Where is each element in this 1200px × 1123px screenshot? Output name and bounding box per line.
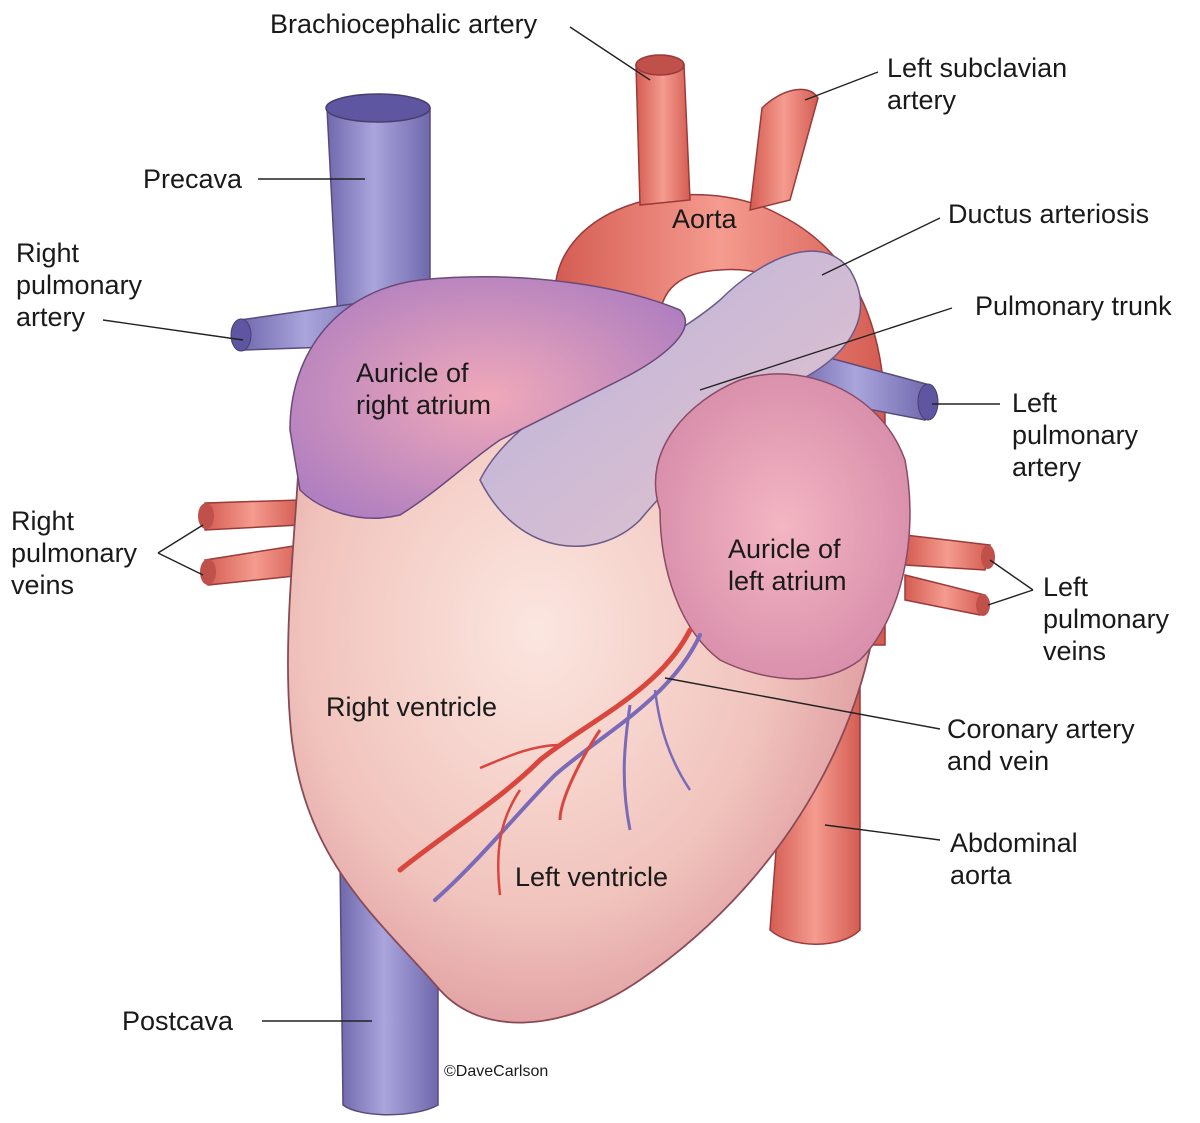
leader-ductus — [821, 217, 941, 276]
label-line: veins — [1043, 636, 1107, 666]
label-line: artery — [16, 302, 86, 332]
label-line: Auricle of — [356, 358, 469, 388]
label-line: aorta — [950, 860, 1012, 890]
leader-pulmonary-trunk — [699, 307, 953, 391]
left-pulmonary-artery-opening — [917, 383, 939, 421]
label-left-pulmonary-artery: Left pulmonary artery — [1012, 387, 1138, 483]
label-line: pulmonary — [1012, 420, 1139, 450]
label-line: Coronary artery — [947, 714, 1135, 744]
left-pulmonary-vein-upper — [904, 534, 991, 571]
leader-left-subclavian — [804, 71, 879, 101]
label-ductus-arteriosis: Ductus arteriosis — [948, 199, 1150, 229]
label-right-pulmonary-veins: Right pulmonary veins — [11, 505, 137, 601]
label-line: pulmonary — [1043, 604, 1170, 634]
leader-right-pulmonary-veins-upper — [157, 524, 204, 554]
credit-text: ©DaveCarlson — [444, 1063, 549, 1080]
coronary-branch-2 — [622, 704, 632, 831]
label-line: Left — [1012, 388, 1058, 418]
label-line: pulmonary — [16, 270, 143, 300]
label-left-ventricle: Left ventricle — [515, 862, 669, 892]
label-auricle-right-atrium: Auricle of right atrium — [356, 357, 491, 421]
leader-coronary — [664, 677, 941, 730]
auricle-left-atrium-shape — [654, 373, 911, 680]
leader-abdominal-aorta — [824, 824, 941, 841]
label-line: right atrium — [356, 390, 492, 420]
coronary-branch-4 — [479, 743, 561, 770]
left-pulmonary-vein-lower-opening — [976, 594, 990, 616]
label-postcava: Postcava — [122, 1006, 234, 1036]
left-pulmonary-vein-upper-opening — [981, 545, 995, 569]
label-line: veins — [11, 570, 75, 600]
right-pulmonary-vein-upper — [204, 499, 301, 531]
label-line: pulmonary — [11, 538, 138, 568]
label-abdominal-aorta: Abdominal aorta — [950, 827, 1078, 891]
label-left-subclavian-artery: Left subclavian artery — [887, 52, 1067, 116]
right-pulmonary-vein-upper-opening — [198, 503, 214, 529]
leader-left-pulmonary-veins-lower — [987, 589, 1034, 606]
leader-lines — [102, 26, 1034, 1022]
label-precava: Precava — [143, 164, 243, 194]
leader-left-pulmonary-veins-upper — [989, 559, 1034, 591]
label-aorta: Aorta — [672, 204, 737, 234]
leader-right-pulmonary-veins-lower — [157, 552, 204, 576]
right-pulmonary-vein-lower — [204, 544, 306, 586]
leader-right-pulmonary-artery — [102, 319, 244, 341]
coronary-vein — [433, 633, 702, 902]
right-pulmonary-artery-opening — [230, 318, 252, 352]
left-subclavian-vessel — [749, 88, 819, 211]
label-line: Left subclavian — [887, 53, 1068, 83]
label-line: Right — [16, 238, 80, 268]
label-right-ventricle: Right ventricle — [326, 692, 498, 722]
label-left-pulmonary-veins: Left pulmonary veins — [1043, 571, 1169, 667]
label-line: and vein — [947, 746, 1050, 776]
label-line: Abdominal — [950, 828, 1078, 858]
label-line: artery — [887, 85, 957, 115]
coronary-artery — [397, 627, 693, 873]
label-auricle-left-atrium: Auricle of left atrium — [728, 533, 847, 597]
coronary-branch-1 — [558, 729, 602, 821]
coronary-branch-3 — [653, 689, 692, 791]
auricle-right-atrium-shape — [289, 276, 687, 519]
label-brachiocephalic-artery: Brachiocephalic artery — [270, 9, 538, 39]
brachiocephalic-vessel — [635, 64, 691, 206]
label-line: Auricle of — [728, 534, 841, 564]
label-right-pulmonary-artery: Right pulmonary artery — [16, 237, 142, 333]
label-coronary-artery-vein: Coronary artery and vein — [947, 713, 1135, 777]
label-line: Right — [11, 506, 75, 536]
leader-brachiocephalic — [569, 26, 651, 81]
precava-opening — [325, 93, 431, 123]
label-line: Left — [1043, 572, 1089, 602]
label-line: artery — [1012, 452, 1082, 482]
coronary-branch-5 — [496, 789, 522, 896]
label-pulmonary-trunk: Pulmonary trunk — [975, 291, 1172, 321]
left-pulmonary-vein-lower — [904, 574, 986, 616]
brachiocephalic-opening — [635, 54, 685, 76]
label-line: left atrium — [728, 566, 847, 596]
right-pulmonary-vein-lower-opening — [200, 559, 216, 585]
